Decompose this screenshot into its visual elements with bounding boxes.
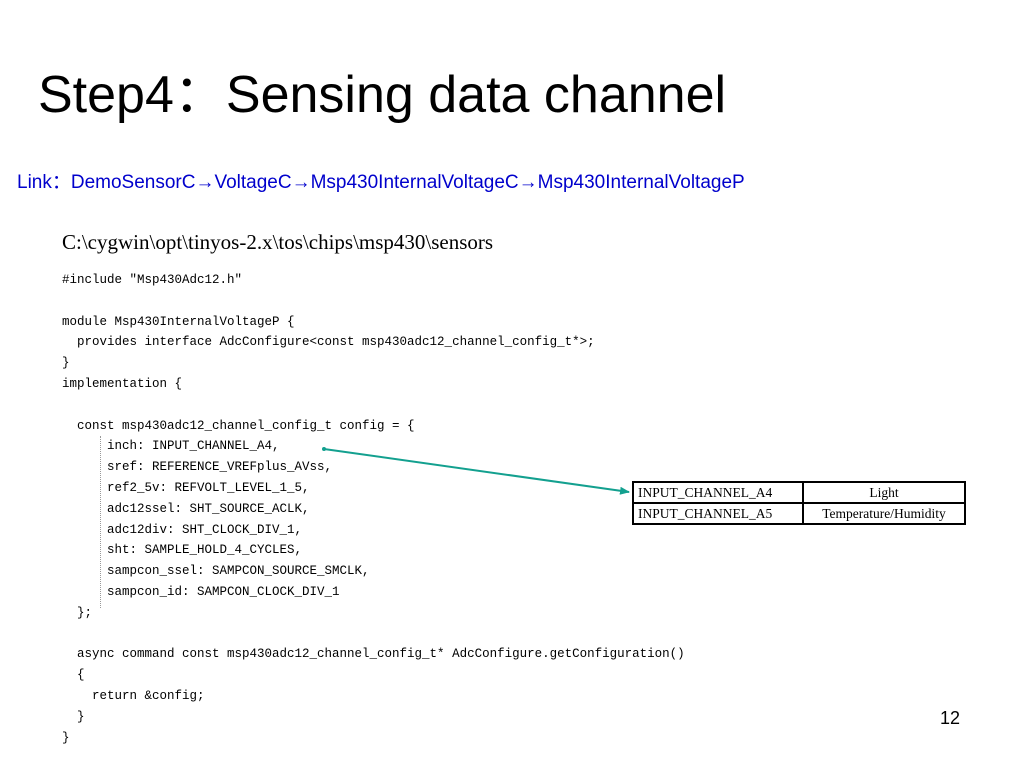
code-line xyxy=(62,291,685,312)
code-line: inch: INPUT_CHANNEL_A4, xyxy=(62,439,280,454)
code-line: const msp430adc12_channel_config_t confi… xyxy=(62,418,415,433)
indent-guide xyxy=(100,436,101,608)
code-line: implementation { xyxy=(62,376,183,391)
sensor-cell: Temperature/Humidity xyxy=(802,502,966,525)
code-line: sampcon_ssel: SAMPCON_SOURCE_SMCLK, xyxy=(62,564,370,579)
code-line xyxy=(62,624,685,645)
code-line: ref2_5v: REFVOLT_LEVEL_1_5, xyxy=(62,480,310,495)
code-line: sht: SAMPLE_HOLD_4_CYCLES, xyxy=(62,543,303,558)
table-row: INPUT_CHANNEL_A4 Light xyxy=(632,481,966,504)
code-line xyxy=(62,395,685,416)
code-line: #include "Msp430Adc12.h" xyxy=(62,273,243,287)
code-listing: #include "Msp430Adc12.h" module Msp430In… xyxy=(62,270,685,748)
code-line: module Msp430InternalVoltageP { xyxy=(62,314,295,329)
code-line: }; xyxy=(62,605,93,620)
code-line: } xyxy=(62,356,70,371)
code-line: } xyxy=(62,709,85,724)
code-line: provides interface AdcConfigure<const ms… xyxy=(62,335,595,350)
code-line: } xyxy=(62,730,70,745)
sensor-cell: Light xyxy=(802,481,966,504)
page-number: 12 xyxy=(940,708,961,728)
source-path: C:\cygwin\opt\tinyos-2.x\tos\chips\msp43… xyxy=(62,230,494,254)
link-chain: Link：DemoSensorC→VoltageC→Msp430Internal… xyxy=(17,172,745,193)
channel-table: INPUT_CHANNEL_A4 Light INPUT_CHANNEL_A5 … xyxy=(632,481,966,525)
code-line: sref: REFERENCE_VREFplus_AVss, xyxy=(62,460,333,475)
channel-cell: INPUT_CHANNEL_A4 xyxy=(632,481,804,504)
code-line: { xyxy=(62,668,85,683)
table-row: INPUT_CHANNEL_A5 Temperature/Humidity xyxy=(632,502,966,525)
slide-title: Step4：Sensing data channel xyxy=(38,66,727,124)
code-line: sampcon_id: SAMPCON_CLOCK_DIV_1 xyxy=(62,584,340,599)
code-line: return &config; xyxy=(62,688,205,703)
code-line: adc12ssel: SHT_SOURCE_ACLK, xyxy=(62,501,310,516)
code-line: adc12div: SHT_CLOCK_DIV_1, xyxy=(62,522,303,537)
channel-cell: INPUT_CHANNEL_A5 xyxy=(632,502,804,525)
code-line: async command const msp430adc12_channel_… xyxy=(62,647,685,662)
